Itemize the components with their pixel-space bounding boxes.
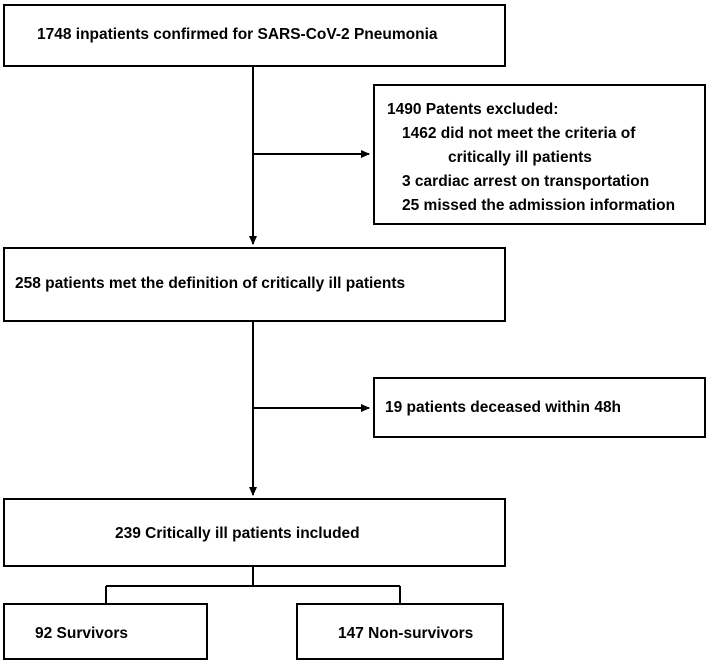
excluded-line-3: 3 cardiac arrest on transportation: [402, 173, 650, 190]
excluded-title: 1490 Patents excluded:: [387, 101, 559, 118]
non-survivors-label: 147 Non-survivors: [338, 625, 474, 642]
met-definition-label: 258 patients met the definition of criti…: [15, 275, 406, 292]
excluded-line-1: 1462 did not meet the criteria of: [402, 125, 636, 142]
confirmed-label: 1748 inpatients confirmed for SARS-CoV-2…: [37, 26, 438, 43]
survivors-box: 92 Survivors: [3, 603, 208, 660]
deceased-label: 19 patients deceased within 48h: [385, 399, 622, 416]
included-box: 239 Critically ill patients included: [3, 498, 506, 567]
excluded-line-2: critically ill patients: [448, 149, 592, 166]
met-definition-box: 258 patients met the definition of criti…: [3, 247, 506, 322]
confirmed-box: 1748 inpatients confirmed for SARS-CoV-2…: [3, 4, 506, 67]
excluded-box: 1490 Patents excluded: 1462 did not meet…: [373, 84, 706, 225]
deceased-box: 19 patients deceased within 48h: [373, 377, 706, 438]
included-label: 239 Critically ill patients included: [115, 525, 360, 542]
survivors-label: 92 Survivors: [35, 625, 129, 642]
excluded-line-4: 25 missed the admission information: [402, 197, 676, 214]
non-survivors-box: 147 Non-survivors: [296, 603, 504, 660]
